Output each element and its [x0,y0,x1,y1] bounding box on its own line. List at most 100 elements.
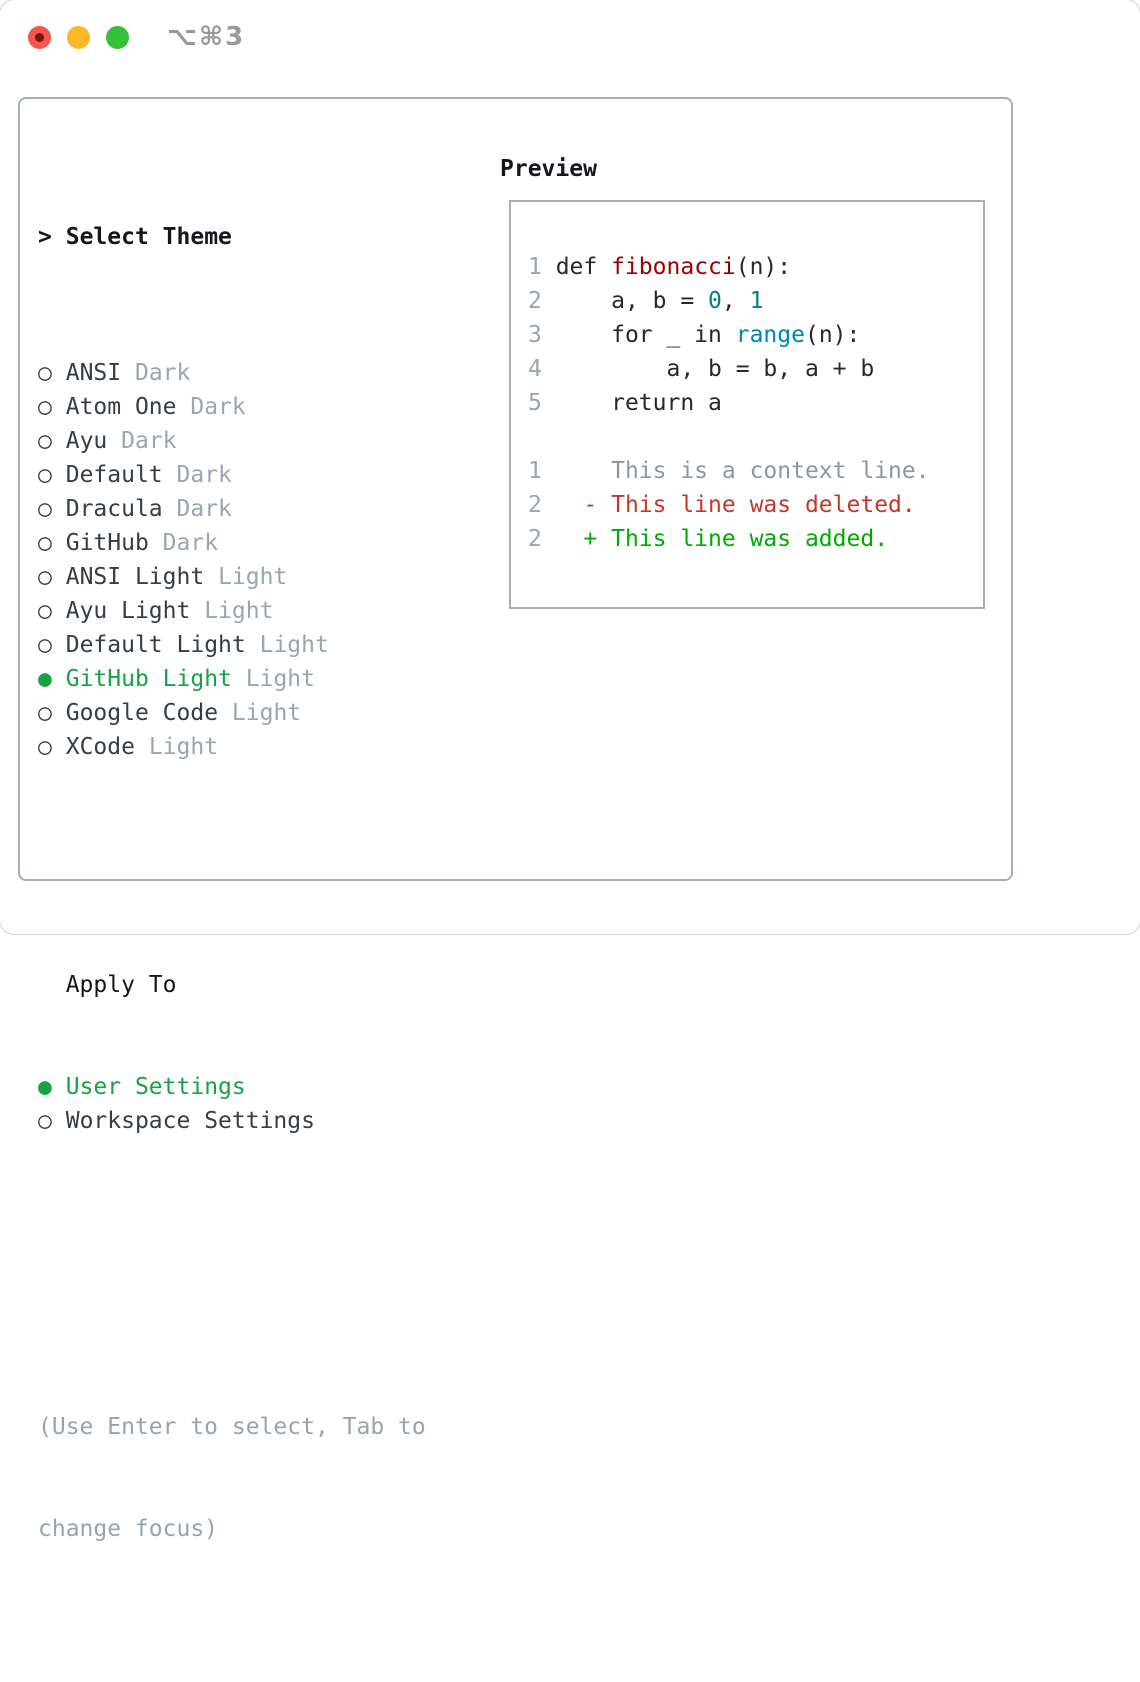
theme-variant-tag: Light [231,700,302,726]
radio-unselected-icon: ○ [38,530,52,556]
window-title: ⌥⌘3 [167,22,246,52]
close-button[interactable] [28,25,51,49]
code-token: 0 [708,288,722,314]
theme-variant-tag: Light [259,632,329,658]
code-line: 2 - This line was deleted. [528,488,930,522]
theme-option-dracula[interactable]: ○ Dracula Dark [38,492,426,526]
code-token: for _ in [541,322,736,348]
theme-selector-column: > Select Theme ○ ANSI Dark○ Atom One Dar… [38,152,426,1682]
radio-unselected-icon: ○ [38,360,52,386]
radio-unselected-icon: ○ [38,632,52,658]
radio-unselected-icon: ○ [38,598,52,624]
theme-option-label: Ayu [65,428,108,454]
theme-variant-tag: Light [245,666,315,692]
theme-option-github[interactable]: ○ GitHub Dark [38,526,426,560]
code-line: 4 a, b = b, a + b [528,352,930,386]
code-line: 5 return a [528,386,930,420]
theme-option-label: Default [65,462,163,488]
minimize-button[interactable] [67,25,90,49]
close-button-dot-icon [35,32,44,42]
theme-option-label: Default Light [65,632,246,658]
code-token: fibonacci [611,254,736,280]
code-token: - This line was deleted. [541,492,916,518]
line-number: 1 [528,458,542,484]
theme-option-github-light[interactable]: ● GitHub Light Light [38,662,426,696]
code-line: 2 a, b = 0, 1 [528,284,930,318]
code-token: (n): [804,322,861,348]
theme-option-atom-one[interactable]: ○ Atom One Dark [38,390,426,424]
zoom-button[interactable] [106,25,129,49]
select-theme-title: Select Theme [65,224,232,250]
radio-unselected-icon: ○ [38,394,52,420]
theme-list: ○ ANSI Dark○ Atom One Dark○ Ayu Dark○ De… [38,356,426,764]
theme-option-label: ANSI Light [65,564,205,590]
theme-option-label: Dracula [65,496,163,522]
theme-option-label: Atom One [65,394,177,420]
theme-option-default[interactable]: ○ Default Dark [38,458,426,492]
line-number: 2 [528,526,542,552]
code-token: , [721,288,750,314]
theme-option-ayu-light[interactable]: ○ Ayu Light Light [38,594,426,628]
theme-variant-tag: Light [148,734,219,760]
code-token: This is a context line. [541,458,930,484]
radio-unselected-icon: ○ [38,428,52,454]
theme-option-label: GitHub [65,530,149,556]
radio-unselected-icon: ○ [38,496,52,522]
theme-option-label: Ayu Light [65,598,191,624]
radio-unselected-icon: ○ [38,700,52,726]
code-token: def [541,254,612,280]
code-token: (n): [735,254,792,280]
radio-selected-icon: ● [38,666,52,692]
theme-variant-tag: Dark [134,360,191,386]
code-token: a, b = [541,288,709,314]
theme-variant-tag: Light [204,598,274,624]
code-token: 1 [749,288,764,314]
hint-line-1: (Use Enter to select, Tab to [38,1414,426,1440]
code-line: 3 for _ in range(n): [528,318,930,352]
apply-to-title: Apply To [65,972,177,998]
preview-title: Preview [500,156,597,182]
titlebar: ⌥⌘3 [28,22,246,52]
theme-variant-tag: Dark [176,462,232,488]
apply-option-workspace-settings[interactable]: ○ Workspace Settings [38,1104,426,1138]
line-number: 3 [528,322,542,348]
code-token: a, b = b, a + b [541,356,875,382]
radio-unselected-icon: ○ [38,734,52,760]
theme-variant-tag: Light [218,564,288,590]
theme-option-label: ANSI [65,360,122,386]
code-line [528,420,930,454]
theme-variant-tag: Dark [162,530,219,556]
code-token: return a [541,390,722,416]
line-number: 2 [528,288,542,314]
theme-variant-tag: Dark [121,428,177,454]
prompt-icon: > [38,224,52,250]
theme-selector-panel: > Select Theme ○ ANSI Dark○ Atom One Dar… [18,97,1013,1542]
line-number: 1 [528,254,542,280]
apply-option-label: Workspace Settings [65,1108,315,1134]
keyboard-hint: (Use Enter to select, Tab to change focu… [38,1342,426,1614]
code-line: 2 + This line was added. [528,522,930,556]
apply-option-user-settings[interactable]: ● User Settings [38,1070,426,1104]
theme-option-default-light[interactable]: ○ Default Light Light [38,628,426,662]
radio-selected-icon: ● [38,1074,52,1100]
radio-unselected-icon: ○ [38,1108,52,1134]
hint-line-2: change focus) [38,1516,219,1542]
apply-to-header-row: Apply To [38,968,426,1002]
theme-option-ayu[interactable]: ○ Ayu Dark [38,424,426,458]
theme-option-ansi-light[interactable]: ○ ANSI Light Light [38,560,426,594]
theme-option-label: XCode [65,734,135,760]
theme-option-xcode[interactable]: ○ XCode Light [38,730,426,764]
theme-option-google-code[interactable]: ○ Google Code Light [38,696,426,730]
code-line: 1 def fibonacci(n): [528,250,930,284]
theme-variant-tag: Dark [176,496,232,522]
select-theme-header: > Select Theme [38,220,426,254]
theme-variant-tag: Dark [190,394,246,420]
radio-unselected-icon: ○ [38,564,52,590]
line-number: 4 [528,356,542,382]
theme-option-label: Google Code [65,700,219,726]
apply-to-list: ● User Settings○ Workspace Settings [38,1070,426,1138]
app-window: ⌥⌘3 > Select Theme ○ ANSI Dark○ Atom One… [18,22,1013,1542]
theme-option-ansi[interactable]: ○ ANSI Dark [38,356,426,390]
